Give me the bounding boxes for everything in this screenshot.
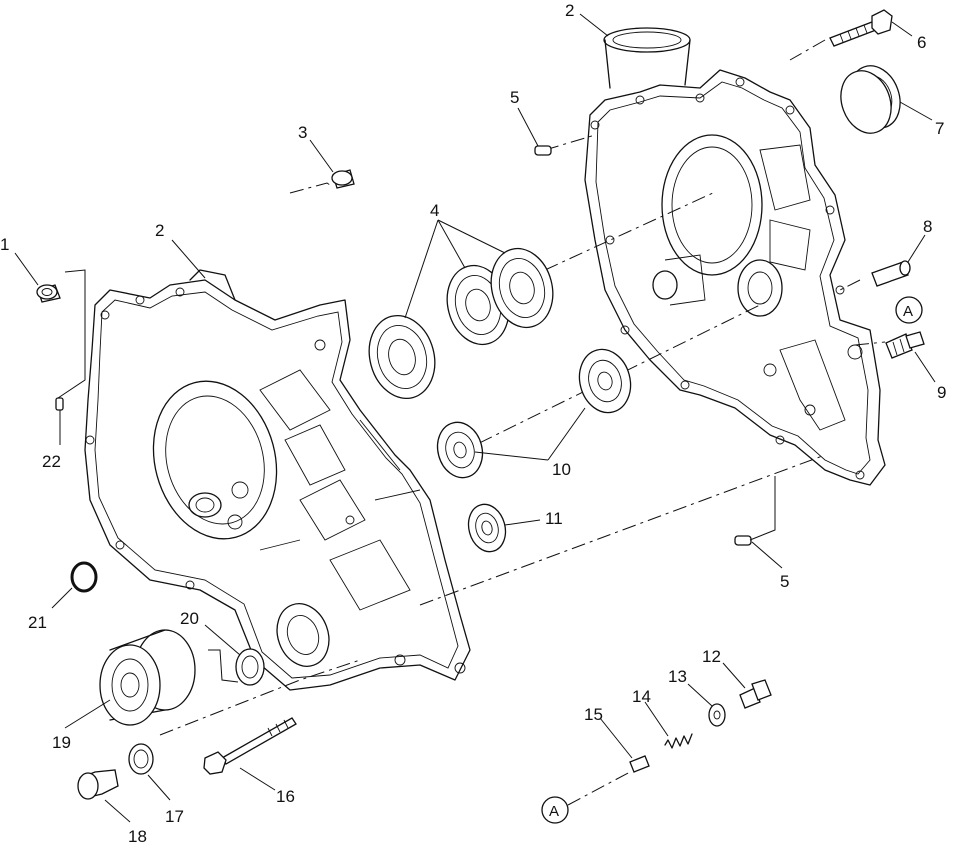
callout-2-left: 2 [155,221,164,240]
callout-11: 11 [545,509,563,528]
part-13-washer [708,703,726,727]
part-10-bearings [436,348,632,479]
part-21-o-ring [70,561,98,593]
callout-2-right: 2 [565,1,574,20]
part-19-drive-cover [99,629,196,726]
part-3-bushing [331,169,355,189]
bearing-4a [368,314,436,400]
callout-20: 20 [180,609,199,628]
callout-6: 6 [917,33,926,52]
left-crankcase-half [84,269,471,691]
callout-21: 21 [28,613,47,632]
callout-17: 17 [165,807,184,826]
callout-19: 19 [52,733,71,752]
callout-5-bottom: 5 [780,572,789,591]
callout-7: 7 [935,119,944,138]
callout-12: 12 [702,647,721,666]
part-16-long-bolt [203,717,297,775]
part-4-bearings [368,247,554,400]
callout-8: 8 [923,217,932,236]
part-20-seal [235,648,265,686]
part-9-fitting [885,331,925,359]
callout-5-top: 5 [510,88,519,107]
assembly-axis-lines [159,39,886,806]
callout-18: 18 [128,827,147,845]
callout-3: 3 [298,123,307,142]
right-crankcase-half [584,27,886,486]
callout-1: 1 [0,235,9,254]
callout-22: 22 [42,452,61,471]
part-8-dowel [871,260,911,287]
reference-a-bottom-label: A [549,803,559,820]
part-22-dowel-pin [55,397,64,411]
callout-15: 15 [584,705,603,724]
reference-a-top-label: A [903,303,913,320]
part-11-bearing [467,503,507,553]
part-1-bushing [36,284,61,303]
callout-16: 16 [276,787,295,806]
callout-10: 10 [552,460,571,479]
callout-4: 4 [430,201,439,220]
part-18-drain-plug [77,769,119,800]
part-12-drain-plug [739,679,772,709]
reference-mark-a-bottom: A [541,796,569,824]
part-15-pin [629,755,650,773]
part-14-spring [664,733,693,749]
leader-lines [14,13,936,823]
bearing-4c [490,247,554,329]
part-5-dowel-pins [534,145,752,546]
callout-13: 13 [668,667,687,686]
callout-14: 14 [632,687,651,706]
part-7-oil-seal [840,65,901,134]
part-17-washer [128,743,154,775]
part-6-bolt [829,9,893,47]
reference-mark-a-top: A [895,296,923,324]
callout-9: 9 [937,383,946,402]
